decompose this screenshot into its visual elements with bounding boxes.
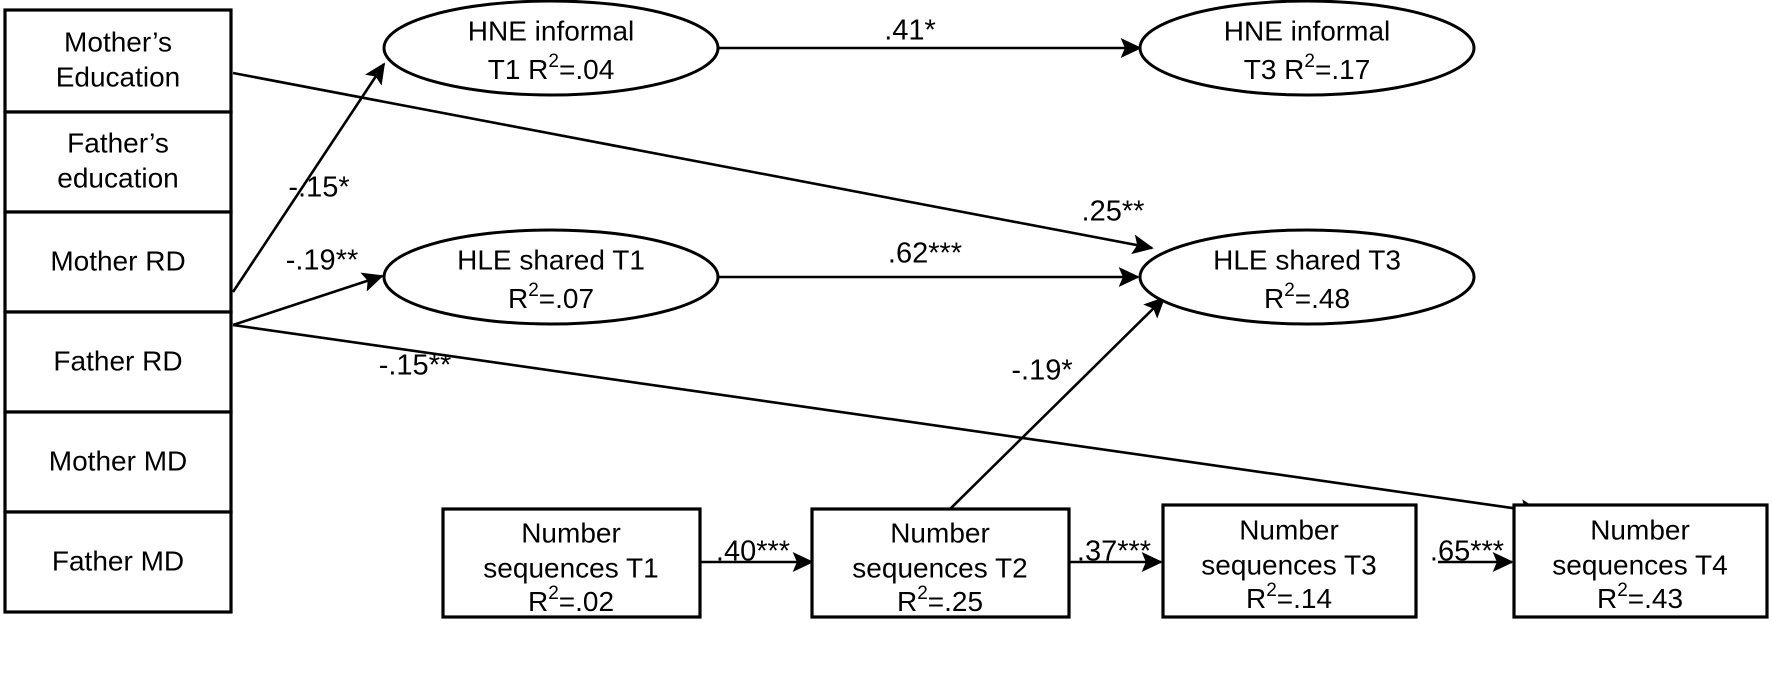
path-label-number-t2-to-hle-t3: -.19* [1011, 355, 1072, 387]
outcome-box-rect [441, 507, 702, 619]
ellipse-node-line1: HLE shared T3 [1213, 244, 1401, 275]
outcome-box-line3: R2=.14 [1246, 580, 1332, 615]
ellipse-node-shape [1138, 228, 1476, 326]
ellipse-node-line2: R2=.07 [508, 280, 594, 315]
predictor-box-rect [3, 8, 233, 114]
predictor-box-rect [3, 110, 233, 214]
path-label-hne-t1-to-hne-t3: .41* [884, 15, 936, 47]
outcome-box-number-sequences-t1[interactable]: Number sequences T1 R2=.02 [441, 507, 702, 619]
outcome-box-line2: sequences T3 [1201, 549, 1376, 580]
predictor-box-label-line2: Education [56, 61, 181, 92]
predictor-box-father-education[interactable]: Father’s education [3, 110, 233, 214]
predictor-box-mother-education[interactable]: Mother’s Education [3, 8, 233, 114]
predictor-box-label-line1: Mother MD [49, 445, 187, 476]
ellipse-node-shape [382, 0, 720, 97]
path-label-number-t3-to-t4: .65*** [1430, 536, 1504, 568]
ellipse-node-shape [1138, 0, 1476, 97]
ellipse-node-line1: HNE informal [468, 15, 634, 46]
predictor-box-label-line1: Father’s [67, 127, 169, 158]
outcome-box-line3: R2=.02 [528, 583, 614, 618]
predictor-box-label-line1: Father MD [52, 545, 184, 576]
outcome-box-number-sequences-t2[interactable]: Number sequences T2 R2=.25 [810, 507, 1071, 619]
path-label-mother-rd-to-hne-t1: -.15* [288, 172, 349, 204]
outcome-box-line3: R2=.43 [1597, 580, 1683, 615]
path-label-mother-education-to-hle-t3: .25** [1082, 196, 1145, 228]
path-label-number-t1-to-t2: .40*** [716, 536, 790, 568]
edge-father-rd-to-number-t4 [232, 323, 1542, 520]
predictor-box-label-line1: Mother’s [64, 26, 172, 57]
predictor-box-label-line1: Father RD [53, 345, 182, 376]
outcome-box-line1: Number [521, 517, 621, 548]
ellipse-node-line2: T1 R2=.04 [488, 51, 615, 86]
outcome-box-line1: Number [1239, 514, 1339, 545]
ellipse-node-line1: HLE shared T1 [457, 244, 645, 275]
predictor-box-father-rd[interactable]: Father RD [3, 310, 233, 414]
outcome-box-number-sequences-t4[interactable]: Number sequences T4 R2=.43 [1512, 503, 1769, 619]
outcome-box-line1: Number [890, 517, 990, 548]
predictor-box-mother-md[interactable]: Mother MD [3, 410, 233, 514]
outcome-box-number-sequences-t3[interactable]: Number sequences T3 R2=.14 [1161, 503, 1418, 619]
edge-number-t2-to-hle-t3 [946, 296, 1166, 513]
outcome-box-line2: sequences T2 [852, 552, 1027, 583]
outcome-box-line3: R2=.25 [897, 583, 983, 618]
outcome-box-line1: Number [1590, 514, 1690, 545]
path-label-number-t2-to-t3: .37*** [1077, 536, 1151, 568]
edge-mother-rd-to-hne-t1 [231, 62, 386, 293]
outcome-box-rect [810, 507, 1071, 619]
path-label-father-rd-to-number-t4: -.15** [379, 350, 452, 382]
ellipse-node-shape [382, 228, 720, 326]
path-label-hle-t1-to-hle-t3: .62*** [888, 238, 962, 270]
edge-mother-education-to-hle-t3 [232, 71, 1154, 255]
ellipse-node-line2: R2=.48 [1264, 280, 1350, 315]
ellipse-node-line1: HNE informal [1224, 15, 1390, 46]
ellipse-node-line2: T3 R2=.17 [1244, 51, 1371, 86]
predictor-box-label-line1: Mother RD [50, 245, 185, 276]
ellipse-node-hle-shared-t1[interactable]: HLE shared T1 R2=.07 [382, 228, 720, 326]
ellipse-node-hne-informal-t1[interactable]: HNE informal T1 R2=.04 [382, 0, 720, 97]
predictor-box-label-line2: education [57, 162, 178, 193]
predictor-box-mother-rd[interactable]: Mother RD [3, 210, 233, 314]
path-label-father-rd-to-hle-t1: -.19** [286, 245, 359, 277]
predictor-box-rect [3, 510, 233, 614]
ellipse-node-hle-shared-t3[interactable]: HLE shared T3 R2=.48 [1138, 228, 1476, 326]
outcome-box-line2: sequences T1 [483, 552, 658, 583]
outcome-box-rect [1161, 503, 1418, 619]
predictor-box-father-md[interactable]: Father MD [3, 510, 233, 614]
edge-father-rd-to-hle-t1 [232, 272, 384, 327]
ellipse-node-hne-informal-t3[interactable]: HNE informal T3 R2=.17 [1138, 0, 1476, 97]
outcome-box-rect [1512, 503, 1769, 619]
outcome-box-line2: sequences T4 [1552, 549, 1727, 580]
predictor-box-rect [3, 210, 233, 314]
